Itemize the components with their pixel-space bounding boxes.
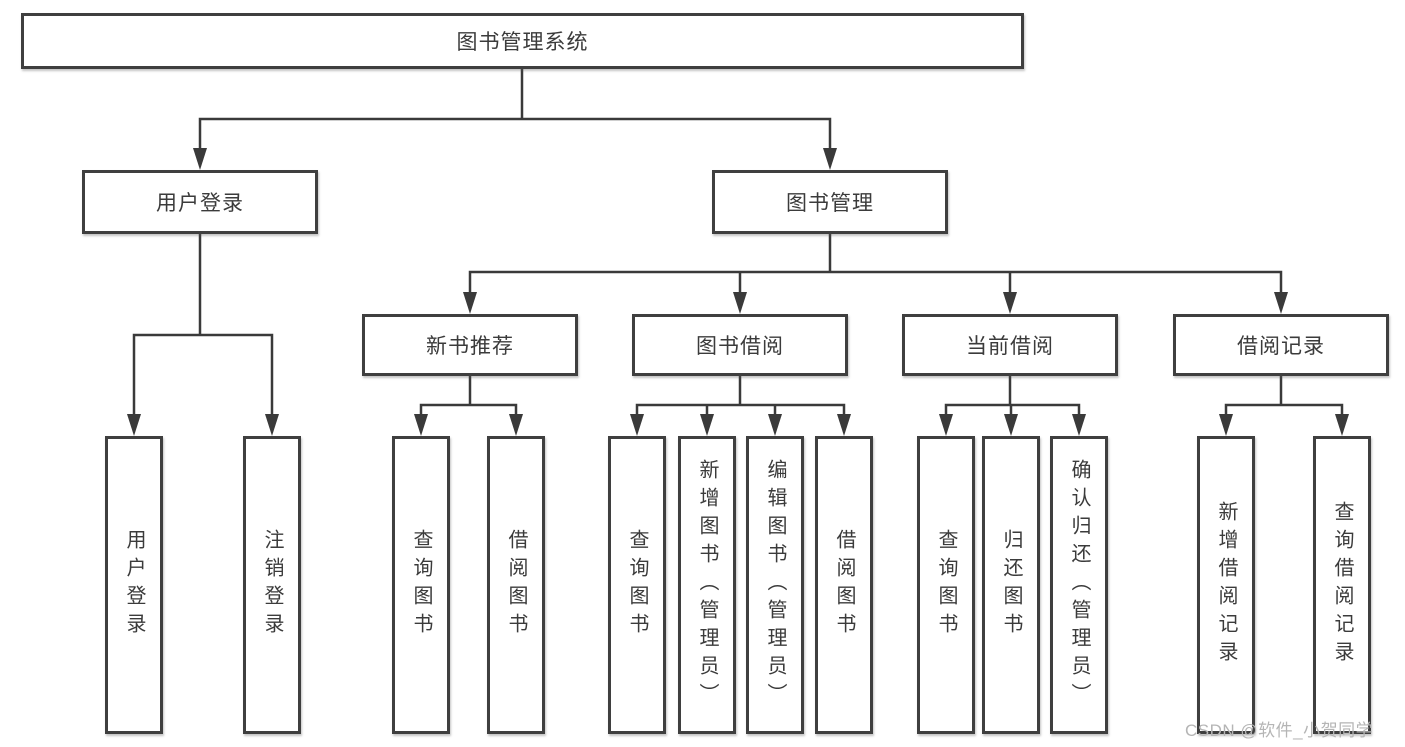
leaf-current-query-book-label: 查询图书 <box>935 529 957 641</box>
connector-book-borrow-to-leaves <box>635 376 846 416</box>
arrow-down-icon <box>127 414 141 436</box>
leaf-borrow-query-book-label: 查询图书 <box>626 529 648 641</box>
leaf-recommend-query-book-label: 查询图书 <box>410 529 432 641</box>
arrow-down-icon <box>1335 414 1349 436</box>
leaf-recommend-borrow-book-label: 借阅图书 <box>505 529 527 641</box>
node-borrow-records-label: 借阅记录 <box>1237 335 1325 358</box>
leaf-borrow-edit-book-admin: 编辑图书（管理员） <box>746 436 804 734</box>
node-user-login: 用户登录 <box>82 170 318 234</box>
node-current-borrow-label: 当前借阅 <box>966 335 1054 358</box>
arrow-down-icon <box>733 292 747 314</box>
node-root-label: 图书管理系统 <box>456 31 589 54</box>
arrow-down-icon <box>823 148 837 170</box>
arrow-down-icon <box>768 414 782 436</box>
arrow-down-icon <box>1219 414 1233 436</box>
leaf-logout-label: 注销登录 <box>261 529 283 641</box>
arrow-down-icon <box>1003 292 1017 314</box>
leaf-borrow-add-book-admin-label: 新增图书（管理员） <box>696 459 718 711</box>
leaf-recommend-query-book: 查询图书 <box>392 436 450 734</box>
leaf-current-confirm-return-admin: 确认归还（管理员） <box>1050 436 1108 734</box>
node-book-management-label: 图书管理 <box>786 192 874 215</box>
arrow-down-icon <box>1004 414 1018 436</box>
connector-root-to-level2 <box>198 69 832 150</box>
arrow-down-icon <box>837 414 851 436</box>
node-book-borrow-label: 图书借阅 <box>696 335 784 358</box>
leaf-current-return-book-label: 归还图书 <box>1000 529 1022 641</box>
node-new-book-recommend-label: 新书推荐 <box>426 335 514 358</box>
node-book-borrow: 图书借阅 <box>632 314 848 376</box>
leaf-user-login-label: 用户登录 <box>123 529 145 641</box>
arrowheads <box>127 148 1349 436</box>
connector-user-login-to-leaves <box>132 234 274 416</box>
leaf-borrow-borrow-book: 借阅图书 <box>815 436 873 734</box>
leaf-records-add-record-label: 新增借阅记录 <box>1215 501 1237 669</box>
leaf-borrow-query-book: 查询图书 <box>608 436 666 734</box>
leaf-recommend-borrow-book: 借阅图书 <box>487 436 545 734</box>
arrow-down-icon <box>509 414 523 436</box>
leaf-records-add-record: 新增借阅记录 <box>1197 436 1255 734</box>
leaf-user-login: 用户登录 <box>105 436 163 734</box>
node-borrow-records: 借阅记录 <box>1173 314 1389 376</box>
arrow-down-icon <box>1072 414 1086 436</box>
leaf-current-return-book: 归还图书 <box>982 436 1040 734</box>
csdn-watermark: CSDN @软件_小贺同学 <box>1185 721 1374 740</box>
connector-records-to-leaves <box>1224 376 1344 416</box>
leaf-current-query-book: 查询图书 <box>917 436 975 734</box>
arrow-down-icon <box>463 292 477 314</box>
node-book-management: 图书管理 <box>712 170 948 234</box>
arrow-down-icon <box>1274 292 1288 314</box>
node-user-login-label: 用户登录 <box>156 192 244 215</box>
leaf-records-query-record-label: 查询借阅记录 <box>1331 501 1353 669</box>
arrow-down-icon <box>414 414 428 436</box>
node-new-book-recommend: 新书推荐 <box>362 314 578 376</box>
connector-current-borrow-to-leaves <box>944 376 1081 416</box>
arrow-down-icon <box>700 414 714 436</box>
arrow-down-icon <box>265 414 279 436</box>
leaf-logout: 注销登录 <box>243 436 301 734</box>
node-root: 图书管理系统 <box>21 13 1024 69</box>
leaf-borrow-edit-book-admin-label: 编辑图书（管理员） <box>764 459 786 711</box>
leaf-borrow-add-book-admin: 新增图书（管理员） <box>678 436 736 734</box>
arrow-down-icon <box>193 148 207 170</box>
connector-paths <box>132 69 1344 416</box>
leaf-borrow-borrow-book-label: 借阅图书 <box>833 529 855 641</box>
leaf-current-confirm-return-admin-label: 确认归还（管理员） <box>1068 459 1090 711</box>
connector-book-mgmt-to-level3 <box>468 234 1283 294</box>
node-current-borrow: 当前借阅 <box>902 314 1118 376</box>
connector-new-book-to-leaves <box>419 376 518 416</box>
leaf-records-query-record: 查询借阅记录 <box>1313 436 1371 734</box>
arrow-down-icon <box>630 414 644 436</box>
arrow-down-icon <box>939 414 953 436</box>
